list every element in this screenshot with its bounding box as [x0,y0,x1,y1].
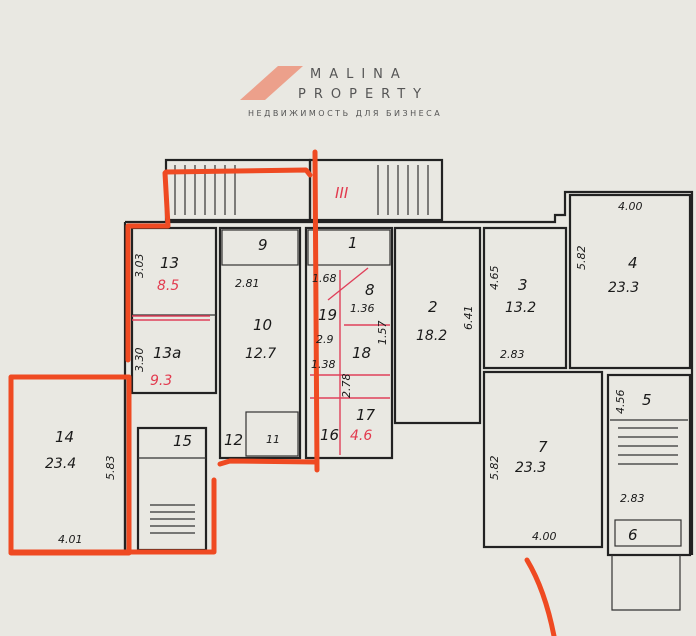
room-10-area: 12.7 [245,346,276,362]
dim-r18-height: 1.57 [376,321,389,346]
watermark-brand-2: PROPERTY [298,87,429,102]
walls [8,190,694,611]
room-19-area: 2.9 [316,333,334,346]
room-17-area: 4.6 [350,428,372,444]
red-partitions [132,267,390,455]
dim-r17-height: 2.78 [340,374,353,399]
dim-r2-height: 6.41 [462,306,475,331]
room-13-area: 8.5 [157,278,179,294]
dim-r4-width: 4.00 [618,200,643,213]
room-14-number: 14 [55,428,74,446]
dim-r13a-height: 3.30 [133,348,146,373]
highlight-outline [8,149,557,636]
room-4-number: 4 [628,254,638,272]
room-9-number: 9 [258,236,268,254]
room-3-area: 13.2 [505,300,536,316]
room-6-number: 6 [628,526,638,544]
dim-r19-width: 1.68 [312,272,337,285]
dim-r18-width: 1.36 [350,302,375,315]
room-7-area: 23.3 [515,460,546,476]
room-12-number: 12 [224,431,243,449]
dim-r7-width: 4.00 [532,530,557,543]
watermark: MALINA PROPERTY НЕДВИЖИМОСТЬ ДЛЯ БИЗНЕСА [240,66,442,118]
balcony-label: III [335,184,349,202]
watermark-brand-1: MALINA [310,67,408,82]
room-11-number: 11 [266,433,280,446]
dim-r19-sub: 1.38 [311,358,336,371]
room-5-number: 5 [642,391,652,409]
dim-r14-height: 5.83 [104,456,117,481]
room-3-number: 3 [518,276,528,294]
room-2-area: 18.2 [416,328,447,344]
room-18-number: 18 [352,344,371,362]
room-14-area: 23.4 [45,456,76,472]
dim-r3-height: 4.65 [488,266,501,291]
room-19-number: 19 [318,306,337,324]
room-1-number: 1 [348,234,358,252]
room-7-number: 7 [538,438,548,456]
room-10-number: 10 [253,316,272,334]
room-8-number: 8 [365,281,375,299]
room-17-number: 17 [356,406,376,424]
watermark-tagline: НЕДВИЖИМОСТЬ ДЛЯ БИЗНЕСА [248,109,442,118]
balcony-right [308,158,444,222]
room-13a-number: 13a [153,344,181,362]
stairs-left [150,504,195,534]
room-2-number: 2 [428,298,438,316]
dim-r4-height: 5.82 [575,246,588,271]
room-15-number: 15 [173,432,192,450]
room-13-number: 13 [160,254,179,272]
room-13a-area: 9.3 [150,373,172,389]
stairs-right [618,427,678,465]
dim-r14-width: 4.01 [58,533,83,546]
dim-r3-width: 2.83 [500,348,525,361]
dim-stair-width: 2.83 [620,492,645,505]
dim-r13-height: 3.03 [133,254,146,279]
room-4-area: 23.3 [608,280,639,296]
room-16-number: 16 [320,426,339,444]
dim-r10-width: 2.81 [235,277,260,290]
dim-r5-height: 4.56 [614,390,627,415]
dim-r7-height: 5.82 [488,456,501,481]
